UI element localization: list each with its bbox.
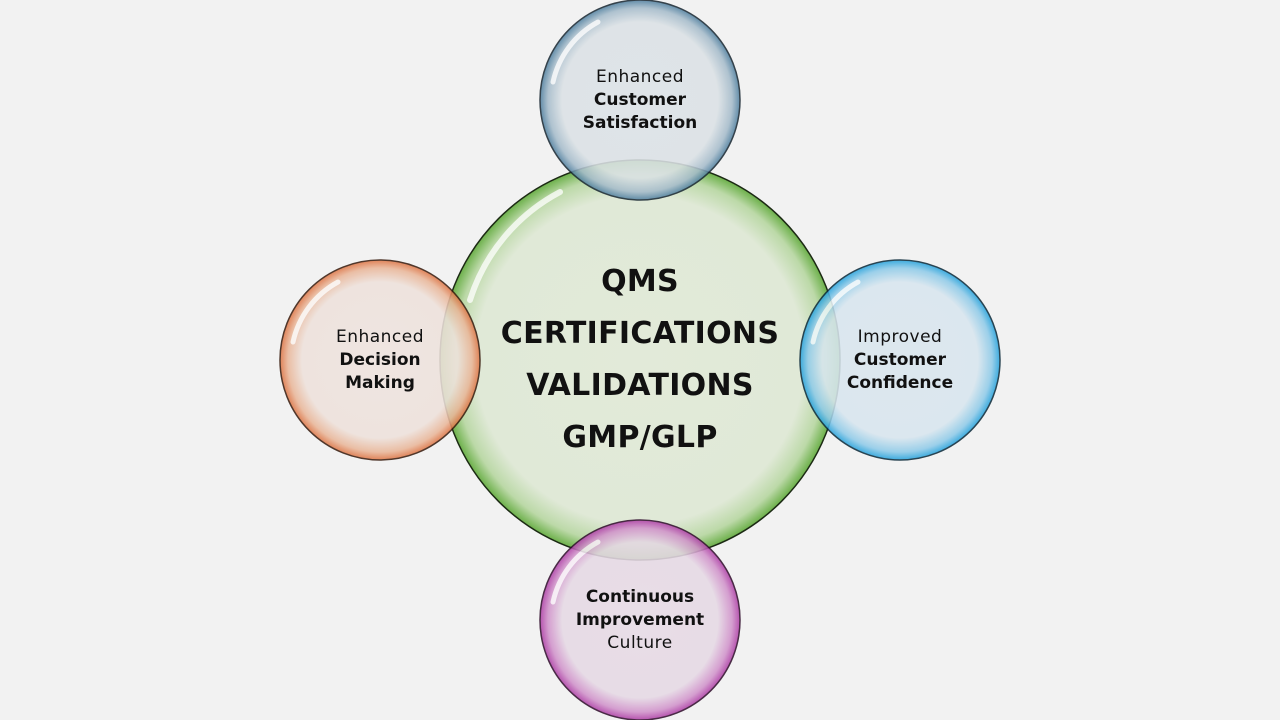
center-line-gmp-glp: GMP/GLP (562, 420, 718, 455)
decision-making-circle (279, 259, 481, 461)
customer-satisfaction-circle (539, 0, 741, 201)
continuous-improvement-line3: Culture (607, 632, 673, 653)
customer-satisfaction-line3: Satisfaction (582, 112, 698, 133)
customer-confidence-label: Improved Customer Confidence (820, 320, 980, 400)
continuous-improvement-circle (539, 519, 741, 720)
continuous-improvement-label: Continuous Improvement Culture (560, 580, 720, 660)
continuous-improvement-line2: Improvement (575, 609, 705, 630)
decision-making-line1: Enhanced (335, 326, 425, 347)
center-line-qms: QMS (601, 264, 679, 299)
decision-making-line2: Decision (339, 349, 421, 370)
customer-confidence-circle (799, 259, 1001, 461)
center-line-validations: VALIDATIONS (526, 368, 754, 403)
customer-confidence-line3: Confidence (846, 372, 954, 393)
center-label: QMS CERTIFICATIONS VALIDATIONS GMP/GLP (470, 250, 810, 470)
customer-satisfaction-line1: Enhanced (595, 66, 685, 87)
decision-making-line3: Making (345, 372, 415, 393)
customer-confidence-line2: Customer (853, 349, 947, 370)
decision-making-label: Enhanced Decision Making (300, 320, 460, 400)
center-line-certifications: CERTIFICATIONS (500, 316, 780, 351)
customer-satisfaction-line2: Customer (593, 89, 687, 110)
customer-satisfaction-label: Enhanced Customer Satisfaction (560, 60, 720, 140)
customer-confidence-line1: Improved (857, 326, 943, 347)
continuous-improvement-line1: Continuous (585, 586, 695, 607)
